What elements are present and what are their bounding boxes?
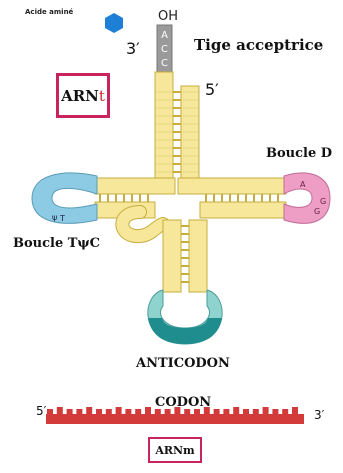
mrna-nucleotide (116, 407, 122, 414)
mrna-nucleotide (47, 409, 53, 414)
mrna-nucleotide (233, 407, 239, 414)
d-loop: A G G (284, 173, 330, 223)
mrna-nucleotide (272, 409, 278, 414)
mrna-nucleotide (76, 409, 82, 414)
mrna-nucleotide (125, 409, 131, 414)
arnt-suffix: t (99, 87, 105, 105)
acceptor-base: C (161, 44, 168, 55)
t-loop: ψ T (32, 173, 97, 223)
mrna-nucleotide (253, 409, 259, 414)
arm-rungs (100, 194, 278, 202)
mrna-nucleotide (106, 409, 112, 414)
codon-label: CODON (155, 395, 211, 410)
mrna-nucleotide (96, 409, 102, 414)
acceptor-base: C (161, 58, 168, 69)
acceptor-base: A (161, 30, 168, 41)
svg-text:G: G (320, 197, 326, 206)
t-loop-label: Boucle TψC (13, 236, 100, 251)
oh-label: OH (158, 9, 178, 24)
three-prime-bottom-label: 3′ (314, 408, 324, 422)
five-prime-top-label: 5′ (205, 80, 219, 99)
svg-text:T: T (59, 214, 65, 223)
arnt-label: ARN (61, 87, 99, 105)
mrna-nucleotide (214, 409, 220, 414)
mrna-nucleotide (67, 409, 73, 414)
three-prime-top-label: 3′ (126, 39, 140, 58)
mrna-nucleotide (145, 407, 151, 414)
svg-text:A: A (300, 180, 306, 189)
arnm-label: ARNm (155, 444, 194, 457)
svg-text:G: G (314, 207, 320, 216)
arnm-box: ARNm (148, 437, 202, 463)
mrna-nucleotide (292, 407, 298, 414)
amino-acid-label: Acide aminé (25, 8, 73, 16)
mrna-nucleotide (57, 407, 63, 414)
mrna-nucleotide (223, 409, 229, 414)
amino-acid-hexagon (105, 13, 123, 33)
d-loop-label: Boucle D (266, 146, 332, 161)
anticodon-stem-rungs (181, 226, 189, 282)
mrna-nucleotide (282, 409, 288, 414)
anticodon-label: ANTICODON (136, 356, 230, 371)
mrna-nucleotide (86, 407, 92, 414)
mrna-nucleotide (135, 409, 141, 414)
acceptor-stem-label: Tige acceptrice (194, 36, 323, 54)
anticodon-loop (148, 290, 222, 344)
mrna-nucleotide (243, 409, 249, 414)
five-prime-bottom-label: 5′ (36, 404, 46, 418)
svg-text:ψ: ψ (52, 213, 57, 222)
mrna-nucleotide (263, 407, 269, 414)
